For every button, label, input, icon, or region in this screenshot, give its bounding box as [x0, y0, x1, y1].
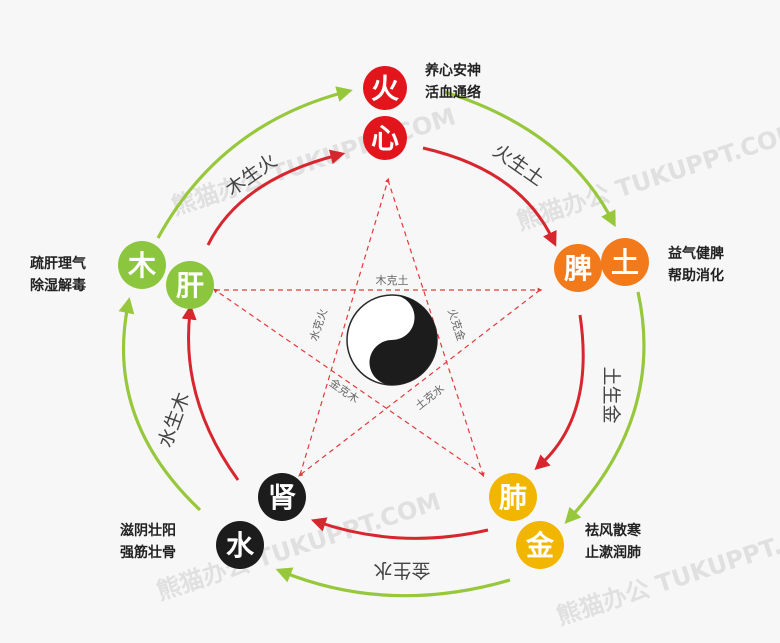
- outer-generating-cycle: [118, 86, 646, 598]
- metal-note-2: 止漱润肺: [585, 544, 641, 561]
- yin-yang-icon: [346, 294, 438, 386]
- water-note-2: 强筋壮骨: [120, 544, 176, 561]
- outer-arrow-fire-earth: [444, 90, 616, 228]
- inner-arrow-wood-fire: [206, 149, 346, 246]
- gen-label-metal-water: 金生水: [373, 559, 430, 581]
- outer-arrow-earth-metal: [564, 291, 646, 524]
- ke-label-metal-wood: 金克木: [327, 376, 362, 406]
- gen-label-earth-metal: 土生金: [600, 366, 622, 423]
- fire-note-2: 活血通络: [425, 84, 481, 101]
- metal-note-1: 祛风散寒: [584, 522, 642, 539]
- organ-label-spleen: 脾: [564, 252, 592, 285]
- node-earth: 脾 土 益气健脾 帮助消化: [554, 238, 724, 292]
- organ-circle-spleen: [554, 244, 602, 292]
- node-water: 肾 水 滋阴壮阳 强筋壮骨: [120, 473, 306, 569]
- inner-arrow-water-wood: [181, 304, 240, 481]
- organ-label-lung: 肺: [499, 481, 527, 514]
- outer-arrow-wood-fire: [156, 86, 353, 239]
- ke-label-earth-water: 土克水: [413, 382, 447, 413]
- fire-note-1: 养心安神: [424, 62, 481, 79]
- element-label-earth: 土: [611, 246, 639, 279]
- element-label-metal: 金: [525, 529, 555, 562]
- organ-label-heart: 心: [371, 122, 399, 155]
- inner-arrow-fire-earth: [422, 146, 557, 247]
- ke-label-wood-earth: 木克土: [376, 274, 409, 287]
- wood-note-1: 疏肝理气: [30, 255, 86, 272]
- element-label-wood: 木: [127, 249, 156, 282]
- gen-label-water-wood: 水生木: [154, 389, 194, 450]
- element-circle-water: [216, 521, 264, 569]
- star-line-water-fire: [299, 177, 390, 476]
- star-line-earth-water: [298, 289, 541, 477]
- ke-label-water-fire: 水克火: [307, 307, 330, 342]
- element-label-fire: 火: [371, 72, 399, 105]
- organ-circle-heart: [363, 116, 407, 160]
- watermark-2: 熊猫办公 TUKUPPT.COM: [513, 117, 780, 235]
- organ-label-kidney: 肾: [268, 481, 296, 514]
- inner-arrow-metal-water: [310, 517, 489, 540]
- wood-note-2: 除湿解毒: [30, 277, 86, 294]
- node-fire: 火 心 养心安神 活血通络: [363, 62, 481, 160]
- inner-generating-cycle: [181, 146, 585, 540]
- node-wood: 木 肝 疏肝理气 除湿解毒: [30, 241, 214, 309]
- element-circle-metal: [516, 521, 564, 569]
- star-line-metal-wood: [213, 288, 484, 476]
- organ-circle-kidney: [258, 473, 306, 521]
- outer-arrow-metal-water: [275, 567, 511, 598]
- organ-circle-lung: [489, 473, 537, 521]
- organ-label-liver: 肝: [176, 269, 204, 302]
- ke-label-fire-metal: 火克金: [445, 307, 469, 343]
- earth-note-2: 帮助消化: [668, 267, 724, 284]
- gen-label-fire-earth: 火生土: [489, 140, 548, 191]
- element-circle-earth: [601, 238, 649, 286]
- element-label-water: 水: [226, 529, 255, 562]
- element-circle-fire: [363, 66, 407, 110]
- water-note-1: 滋阴壮阳: [120, 522, 176, 539]
- outer-arrow-water-wood: [118, 297, 202, 512]
- organ-circle-liver: [166, 261, 214, 309]
- earth-note-1: 益气健脾: [668, 245, 724, 262]
- node-metal: 肺 金 祛风散寒 止漱润肺: [489, 473, 642, 569]
- inner-arrow-earth-metal: [534, 314, 585, 471]
- element-circle-wood: [118, 241, 166, 289]
